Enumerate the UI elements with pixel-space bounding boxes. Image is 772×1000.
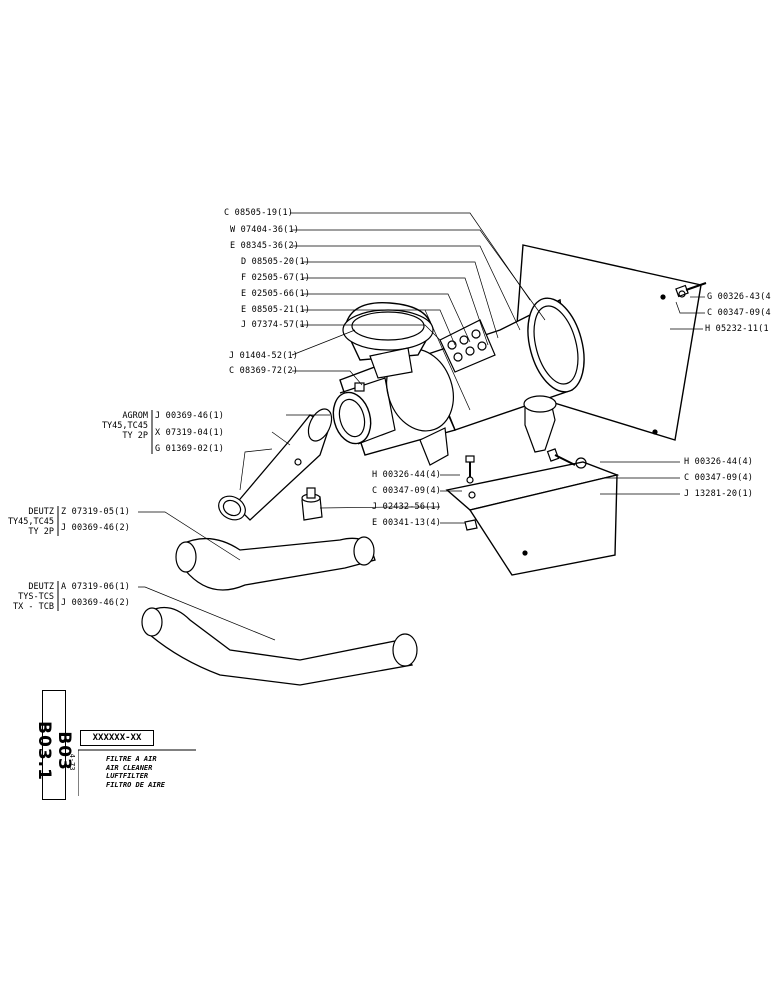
sheet-titles: FILTRE A AIR AIR CLEANER LUFTFILTER FILT… <box>106 755 165 789</box>
part-label: H 00326-44(4) <box>372 470 442 480</box>
model-group-deutz-2: DEUTZ TYS-TCS TX - TCB <box>13 582 54 612</box>
part-label: C 08369-72(2) <box>229 366 299 376</box>
part-label: G 01369-02(1) <box>155 444 225 454</box>
part-label: C 00347-09(4) <box>372 486 442 496</box>
part-label: E 08505-21(1) <box>241 305 311 315</box>
part-label: C 00347-09(4 <box>707 308 771 318</box>
part-label: J 00369-46(1) <box>155 411 225 421</box>
sheet-code-box: B03 B03.1 <box>34 690 74 800</box>
title-de: LUFTFILTER <box>106 772 149 780</box>
part-label: C 08505-19(1) <box>224 208 294 218</box>
title-es: FILTRO DE AIRE <box>106 780 166 789</box>
bracket-line <box>57 581 59 611</box>
bracket-line <box>57 506 59 536</box>
part-label: J 00369-46(2) <box>61 598 131 608</box>
part-label: H 00326-44(4) <box>684 457 754 467</box>
bracket-line <box>151 410 153 454</box>
model-group-deutz-1: DEUTZ TY45,TC45 TY 2P <box>7 507 54 537</box>
part-label: W 07404-36(1) <box>230 225 300 235</box>
part-label: E 08345-36(2) <box>230 241 300 251</box>
mounting-bracket <box>445 461 620 576</box>
part-label: J 00369-46(2) <box>61 523 131 533</box>
part-label: J 02432-56(1) <box>372 502 442 512</box>
model-group-agrom: AGROM TY45,TC45 TY 2P <box>101 411 148 441</box>
part-label: D 08505-20(1) <box>241 257 311 267</box>
title-en: AIR CLEANER <box>106 763 153 772</box>
hose-elbow-agrom <box>218 408 333 521</box>
part-label: E 02505-66(1) <box>241 289 311 299</box>
part-label: C 00347-09(4) <box>684 473 754 483</box>
part-label: X 07319-04(1) <box>155 428 225 438</box>
sheet-date: 4-73 <box>68 753 76 771</box>
date-box: 4-73 <box>66 730 78 798</box>
part-label: Z 07319-05(1) <box>61 507 131 517</box>
restriction-indicator <box>301 487 323 521</box>
part-code-box: XXXXXX-XX <box>80 730 154 746</box>
air-cleaner-body <box>332 297 585 466</box>
title-block-lines <box>78 749 196 796</box>
hose-deutz-2 <box>141 606 418 686</box>
part-label: A 07319-06(1) <box>61 582 131 592</box>
bolt-upper-right <box>675 282 707 298</box>
part-label: F 02505-67(1) <box>241 273 311 283</box>
part-label: J 13281-20(1) <box>684 489 754 499</box>
part-label: J 01404-52(1) <box>229 351 299 361</box>
part-label: J 07374-57(1) <box>241 320 311 330</box>
part-label: G 00326-43(4 <box>707 292 771 302</box>
hose-deutz-1 <box>175 536 376 591</box>
part-label: E 00341-13(4) <box>372 518 442 528</box>
part-label: H 05232-11(1 <box>705 324 769 334</box>
title-fr: FILTRE A AIR <box>106 755 157 763</box>
